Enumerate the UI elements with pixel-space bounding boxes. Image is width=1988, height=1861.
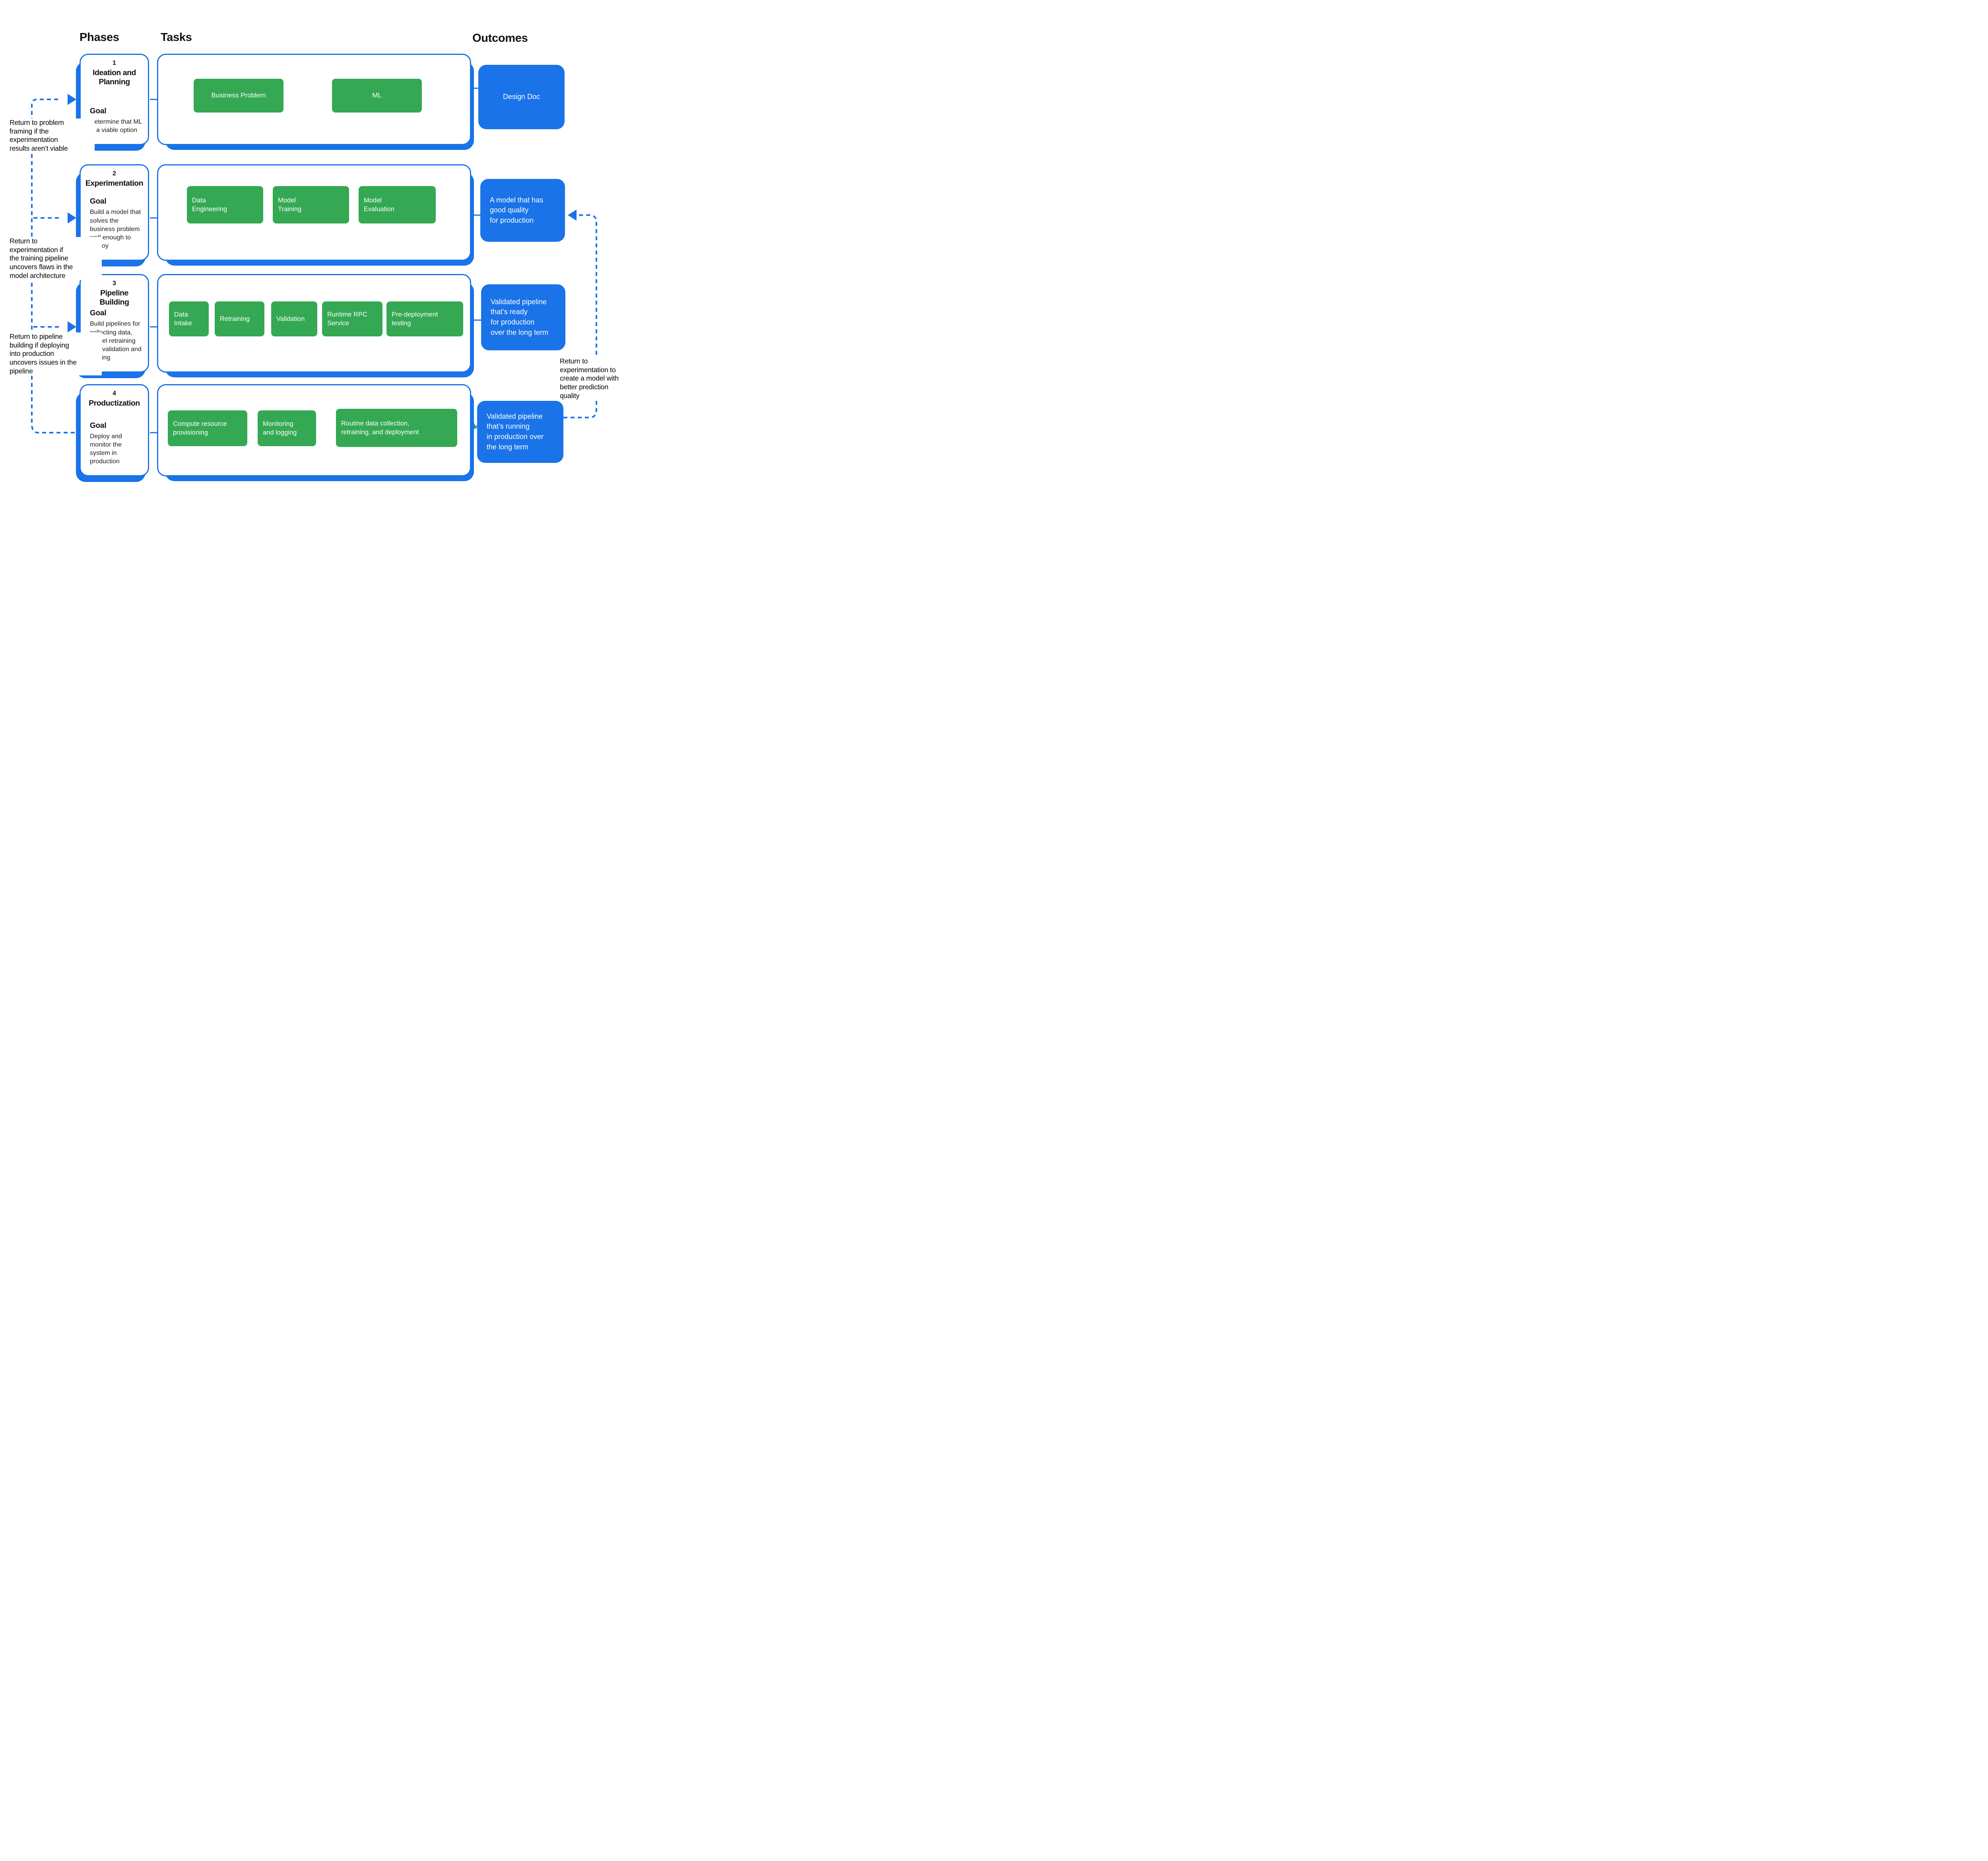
task-data-engineering: Data Engineering bbox=[187, 186, 263, 223]
annotation-return-experimentation-quality: Return to experimentation to create a mo… bbox=[560, 357, 623, 400]
task-retraining: Retraining bbox=[215, 301, 264, 336]
goal-text: Determine that ML is a viable option bbox=[90, 118, 142, 134]
task-label: Business Problem bbox=[211, 91, 266, 99]
outcome-label: Validated pipeline that’s ready for prod… bbox=[491, 297, 549, 336]
feedback-arrowheads bbox=[68, 94, 577, 332]
task-compute-resource-provisioning: Compute resource provisioning bbox=[168, 410, 247, 446]
outcome-model-quality: A model that has good quality for produc… bbox=[480, 179, 565, 242]
annotation-return-pipeline-building: Return to pipeline building if deploying… bbox=[10, 332, 102, 376]
outcome-label: A model that has good quality for produc… bbox=[490, 196, 544, 224]
column-header-phases: Phases bbox=[80, 31, 119, 44]
arrow-right-icon bbox=[68, 94, 76, 105]
task-model-training: Model Training bbox=[273, 186, 349, 223]
task-runtime-rpc-service: Runtime RPC Service bbox=[322, 301, 382, 336]
phase-card-productization: 4 Productization Goal Deploy and monitor… bbox=[80, 384, 149, 476]
right-feedback-line bbox=[563, 214, 597, 418]
ml-workflow-diagram: Phases Tasks Outcomes 1 Ideation and Pla… bbox=[0, 0, 623, 514]
phase-goal: Goal Deploy and monitor the system in pr… bbox=[85, 422, 144, 466]
phase-number: 4 bbox=[113, 390, 116, 397]
task-label: Data Intake bbox=[174, 311, 192, 327]
annotation-return-experimentation: Return to experimentation if the trainin… bbox=[10, 237, 102, 280]
phase-title: Pipeline Building bbox=[99, 289, 129, 307]
goal-label: Goal bbox=[90, 197, 107, 206]
goal-label: Goal bbox=[90, 421, 107, 430]
phase-goal: Goal Determine that ML is a viable optio… bbox=[85, 107, 144, 134]
goal-label: Goal bbox=[90, 107, 107, 115]
arrow-right-icon bbox=[68, 212, 76, 223]
outcome-design-doc: Design Doc bbox=[478, 65, 565, 129]
outcome-pipeline-running: Validated pipeline that’s running in pro… bbox=[477, 401, 563, 463]
task-validation: Validation bbox=[271, 301, 317, 336]
outcome-pipeline-ready: Validated pipeline that’s ready for prod… bbox=[481, 284, 565, 350]
arrow-left-icon bbox=[568, 210, 577, 221]
phase-title: Experimentation bbox=[85, 179, 144, 188]
phase-number: 2 bbox=[113, 170, 116, 177]
task-label: Routine data collection, retraining, and… bbox=[341, 420, 419, 436]
task-label: Model Evaluation bbox=[364, 196, 395, 213]
task-monitoring-and-logging: Monitoring and logging bbox=[258, 410, 316, 446]
column-header-tasks: Tasks bbox=[161, 31, 192, 44]
task-model-evaluation: Model Evaluation bbox=[359, 186, 436, 223]
task-label: Runtime RPC Service bbox=[327, 311, 367, 327]
outcome-label: Validated pipeline that’s running in pro… bbox=[487, 412, 544, 451]
task-routine-data-collection: Routine data collection, retraining, and… bbox=[336, 409, 457, 447]
annotation-return-problem-framing: Return to problem framing if the experim… bbox=[10, 118, 95, 153]
task-label: Pre-deployment testing bbox=[392, 311, 438, 327]
phase-goal: Goal Build a model that solves the busin… bbox=[85, 197, 144, 250]
outcome-label: Design Doc bbox=[503, 93, 540, 101]
task-label: ML bbox=[372, 91, 382, 99]
task-label: Compute resource provisioning bbox=[173, 420, 227, 436]
task-business-problem: Business Problem bbox=[194, 79, 283, 113]
arrow-right-icon bbox=[68, 321, 76, 332]
task-label: Monitoring and logging bbox=[263, 420, 297, 436]
phase-title: Productization bbox=[89, 399, 140, 408]
task-label: Data Engineering bbox=[192, 196, 227, 213]
task-label: Retraining bbox=[220, 315, 250, 322]
task-label: Validation bbox=[276, 315, 305, 322]
phase-number: 1 bbox=[113, 60, 116, 66]
phase-title: Ideation and Planning bbox=[93, 68, 136, 87]
goal-text: Deploy and monitor the system in product… bbox=[90, 433, 122, 465]
phase-number: 3 bbox=[113, 280, 116, 287]
task-ml: ML bbox=[332, 79, 422, 113]
goal-label: Goal bbox=[90, 309, 107, 318]
task-label: Model Training bbox=[278, 196, 301, 213]
task-pre-deployment-testing: Pre-deployment testing bbox=[386, 301, 463, 336]
goal-text: Build a model that solves the business p… bbox=[90, 209, 141, 249]
task-data-intake: Data Intake bbox=[169, 301, 209, 336]
column-header-outcomes: Outcomes bbox=[472, 32, 528, 45]
